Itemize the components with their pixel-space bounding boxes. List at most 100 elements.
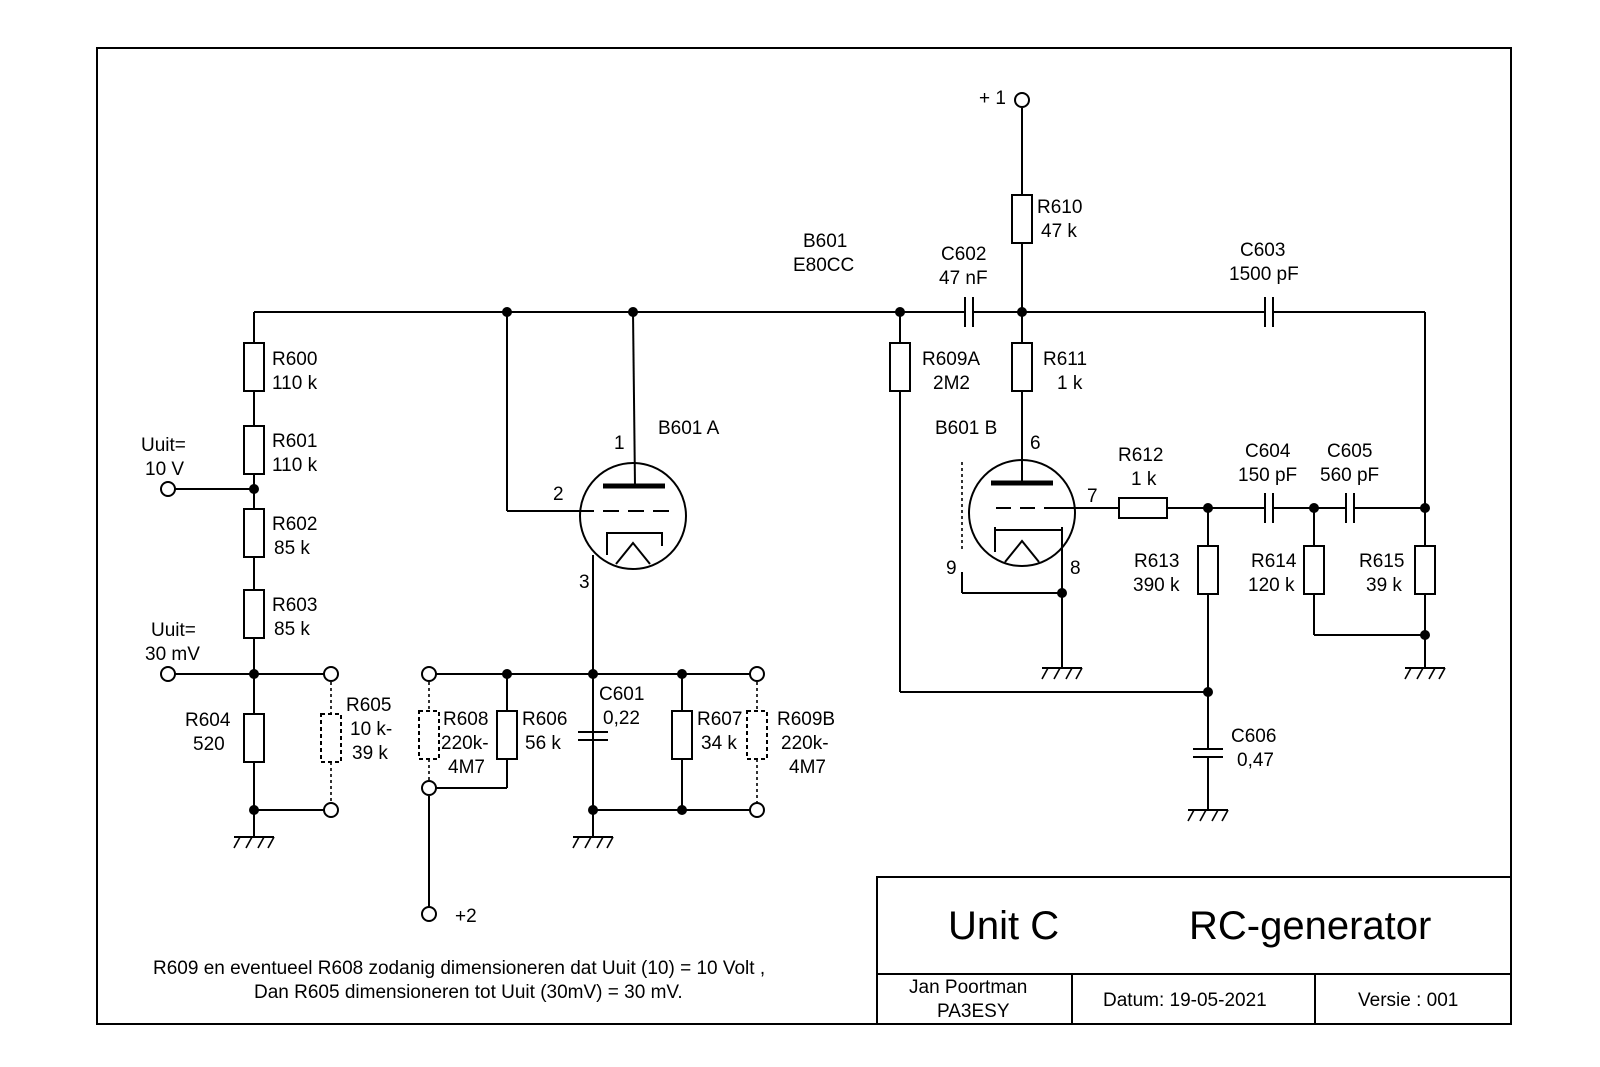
uuit30-value: 30 mV — [145, 644, 200, 665]
ground-symbols — [233, 667, 1446, 849]
pin-1: 1 — [614, 433, 625, 454]
terminal-plus2 — [421, 906, 437, 922]
terminal-uuit-10v — [160, 481, 176, 497]
title-block: Unit C RC-generator Jan Poortman PA3ESY … — [876, 876, 1512, 1025]
pin-8: 8 — [1070, 558, 1081, 579]
c602-value: 47 nF — [939, 268, 988, 289]
ground-icon — [572, 836, 614, 849]
note-line-2: Dan R605 dimensioneren tot Uuit (30mV) =… — [254, 982, 683, 1003]
r609a-value: 2M2 — [933, 373, 970, 394]
r600-value: 110 k — [272, 373, 318, 394]
terminals — [160, 92, 1030, 922]
r615-body — [1414, 545, 1436, 595]
r608-value-min: 220k- — [441, 733, 489, 754]
uuit10-value: 10 V — [145, 459, 184, 480]
r601-ref: R601 — [272, 431, 317, 452]
b601a-label: B601 A — [658, 418, 720, 439]
r610-ref: R610 — [1037, 197, 1082, 218]
note: R609 en eventueel R608 zodanig dimension… — [153, 958, 765, 1003]
pin-3: 3 — [579, 572, 590, 593]
plus2-label: +2 — [455, 906, 477, 927]
author-callsign: PA3ESY — [937, 1001, 1010, 1022]
r612-body — [1118, 497, 1168, 519]
r614-ref: R614 — [1251, 551, 1297, 572]
author-name: Jan Poortman — [909, 977, 1027, 998]
r602-value: 85 k — [274, 538, 310, 559]
r603-ref: R603 — [272, 595, 317, 616]
r610-body — [1011, 194, 1033, 244]
r604-body — [243, 713, 265, 763]
r609a-ref: R609A — [922, 349, 980, 370]
r602-body — [243, 508, 265, 558]
pin-9: 9 — [946, 558, 957, 579]
junction-dots — [249, 307, 1430, 815]
r609b-value-min: 220k- — [781, 733, 829, 754]
r601-value: 110 k — [272, 455, 318, 476]
capacitors — [578, 297, 1355, 758]
unit-label: Unit C — [948, 904, 1059, 948]
r608-ref: R608 — [443, 709, 488, 730]
c601-ref: C601 — [599, 684, 644, 705]
r614-value: 120 k — [1248, 575, 1295, 596]
r610-value: 47 k — [1041, 221, 1077, 242]
resistors — [243, 194, 1436, 763]
r612-value: 1 k — [1131, 469, 1157, 490]
r613-body — [1197, 545, 1219, 595]
pin-labels: 1 2 3 6 7 8 9 — [553, 433, 1098, 593]
r605-ref: R605 — [346, 695, 391, 716]
r615-value: 39 k — [1366, 575, 1402, 596]
r606-value: 56 k — [525, 733, 561, 754]
r612-ref: R612 — [1118, 445, 1163, 466]
r600-ref: R600 — [272, 349, 317, 370]
ground-icon — [233, 836, 275, 849]
b601-type: E80CC — [793, 255, 854, 276]
date-label: Datum: 19-05-2021 — [1103, 990, 1267, 1011]
tube-b601a — [578, 462, 687, 570]
r603-value: 85 k — [274, 619, 310, 640]
c603-value: 1500 pF — [1229, 264, 1299, 285]
uuit10-label: Uuit= — [141, 435, 186, 456]
c603-ref: C603 — [1240, 240, 1285, 261]
b601-ref: B601 — [803, 231, 847, 252]
drawing-border — [96, 47, 1512, 1025]
wires — [175, 108, 1426, 907]
r600-body — [243, 342, 265, 392]
c605-ref: C605 — [1327, 441, 1372, 462]
r602-ref: R602 — [272, 514, 317, 535]
c606-value: 0,47 — [1237, 750, 1274, 771]
r615-ref: R615 — [1359, 551, 1404, 572]
ground-icon — [1187, 809, 1229, 822]
r609b-ref: R609B — [777, 709, 835, 730]
r604-value: 520 — [193, 734, 225, 755]
terminal-labels: + 1 +2 Uuit= 10 V Uuit= 30 mV — [141, 88, 1006, 927]
ground-icon — [1404, 667, 1446, 680]
r611-ref: R611 — [1043, 349, 1087, 370]
c606-ref: C606 — [1231, 726, 1276, 747]
pin-2: 2 — [553, 484, 564, 505]
b601b-label: B601 B — [935, 418, 997, 439]
r609b-body — [746, 710, 768, 760]
r604-ref: R604 — [185, 710, 231, 731]
uuit30-label: Uuit= — [151, 620, 196, 641]
note-line-1: R609 en eventueel R608 zodanig dimension… — [153, 958, 765, 979]
r609b-value-max: 4M7 — [789, 757, 826, 778]
plus1-label: + 1 — [979, 88, 1006, 109]
r601-body — [243, 425, 265, 475]
r608-value-max: 4M7 — [448, 757, 485, 778]
r607-body — [671, 710, 693, 760]
r611-body — [1011, 342, 1033, 392]
r605-body — [320, 713, 342, 763]
c601-value: 0,22 — [603, 708, 640, 729]
c604-ref: C604 — [1245, 441, 1291, 462]
r614-body — [1303, 545, 1325, 595]
title-label: RC-generator — [1189, 904, 1431, 948]
r607-value: 34 k — [701, 733, 737, 754]
c605-value: 560 pF — [1320, 465, 1379, 486]
r606-ref: R606 — [522, 709, 567, 730]
r609a-body — [889, 342, 911, 392]
r608-body — [418, 710, 440, 760]
pin-7: 7 — [1087, 486, 1098, 507]
r605-value-max: 39 k — [352, 743, 388, 764]
terminal-uuit-30mv — [160, 666, 176, 682]
